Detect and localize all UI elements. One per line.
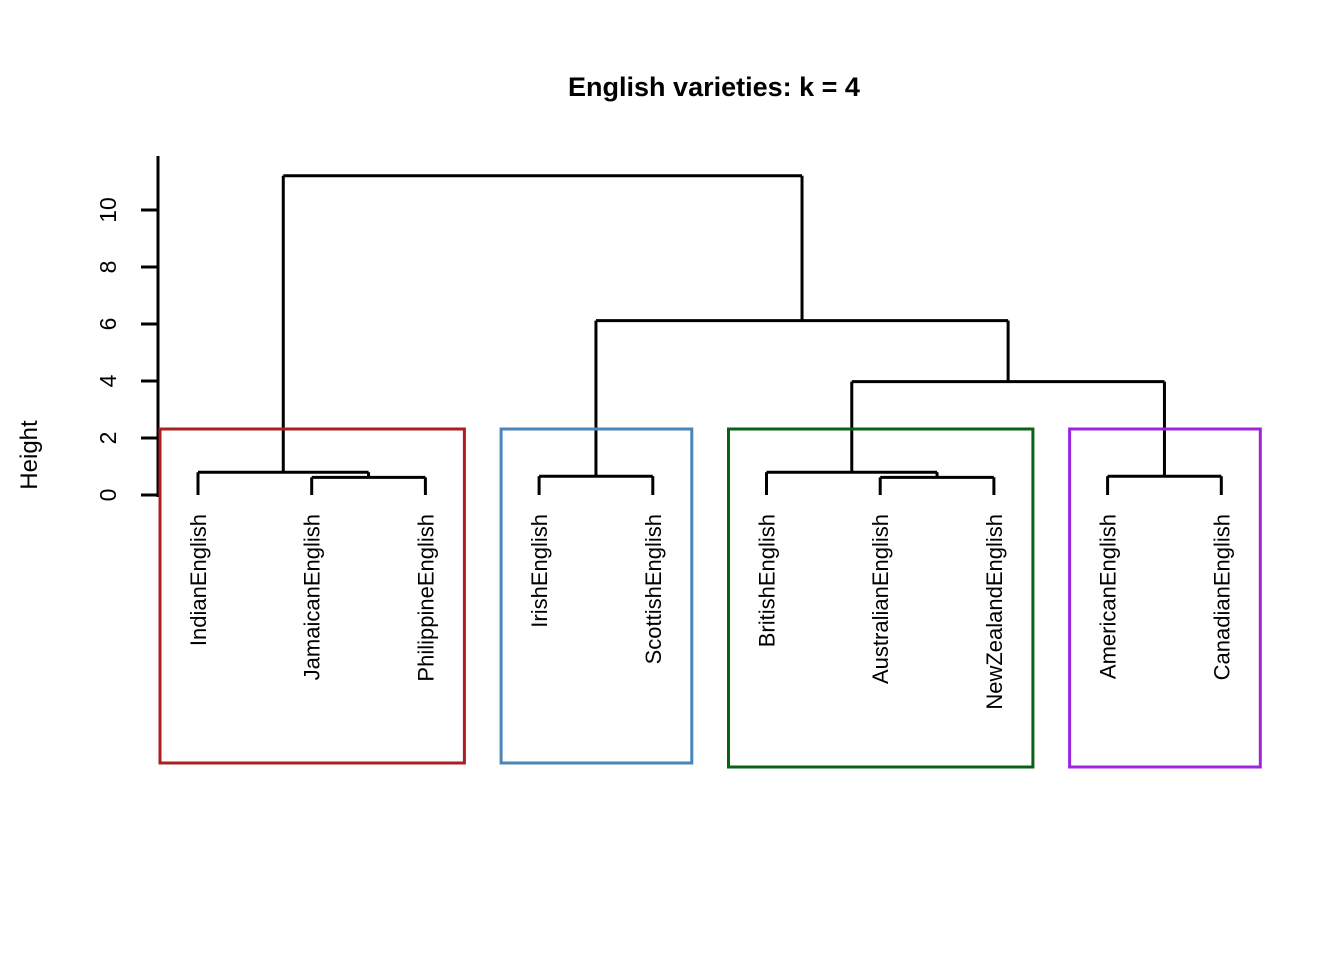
y-axis-label: Height (16, 420, 43, 490)
y-axis: 0 2 4 6 8 10 Height (16, 156, 160, 502)
leaf-label-australianenglish: AustralianEnglish (868, 514, 893, 684)
y-tick-label-10: 10 (95, 197, 121, 223)
cluster-box-cluster-2 (499, 427, 694, 765)
leaf-label-scottishenglish: ScottishEnglish (641, 514, 666, 664)
y-tick-label-4: 4 (95, 374, 121, 387)
page-title: English varieties: k = 4 (568, 72, 860, 102)
leaf-label-irishenglish: IrishEnglish (527, 514, 552, 628)
leaf-label-britishenglish: BritishEnglish (755, 514, 780, 647)
leaf-label-canadianenglish: CanadianEnglish (1209, 514, 1234, 680)
y-tick-label-2: 2 (95, 432, 121, 445)
leaf-label-indianenglish: IndianEnglish (186, 514, 211, 646)
leaf-labels: IndianEnglish JamaicanEnglish PhilippineEn… (186, 514, 1234, 710)
leaf-label-newzealandenglish: NewZealandEnglish (982, 514, 1007, 710)
y-tick-label-6: 6 (95, 318, 121, 331)
cluster-box-cluster-3 (727, 427, 1035, 769)
cluster-box-cluster-1 (158, 427, 466, 765)
cluster-boxes (158, 427, 1262, 769)
y-tick-label-0: 0 (95, 489, 121, 502)
merge-m9 (281, 174, 804, 473)
leaf-label-jamaicanenglish: JamaicanEnglish (300, 514, 325, 680)
y-tick-label-8: 8 (95, 261, 121, 274)
cluster-box-cluster-4 (1068, 427, 1262, 769)
leaf-label-americanenglish: AmericanEnglish (1096, 514, 1121, 679)
leaf-label-philippineenglish: PhilippineEnglish (413, 514, 438, 682)
